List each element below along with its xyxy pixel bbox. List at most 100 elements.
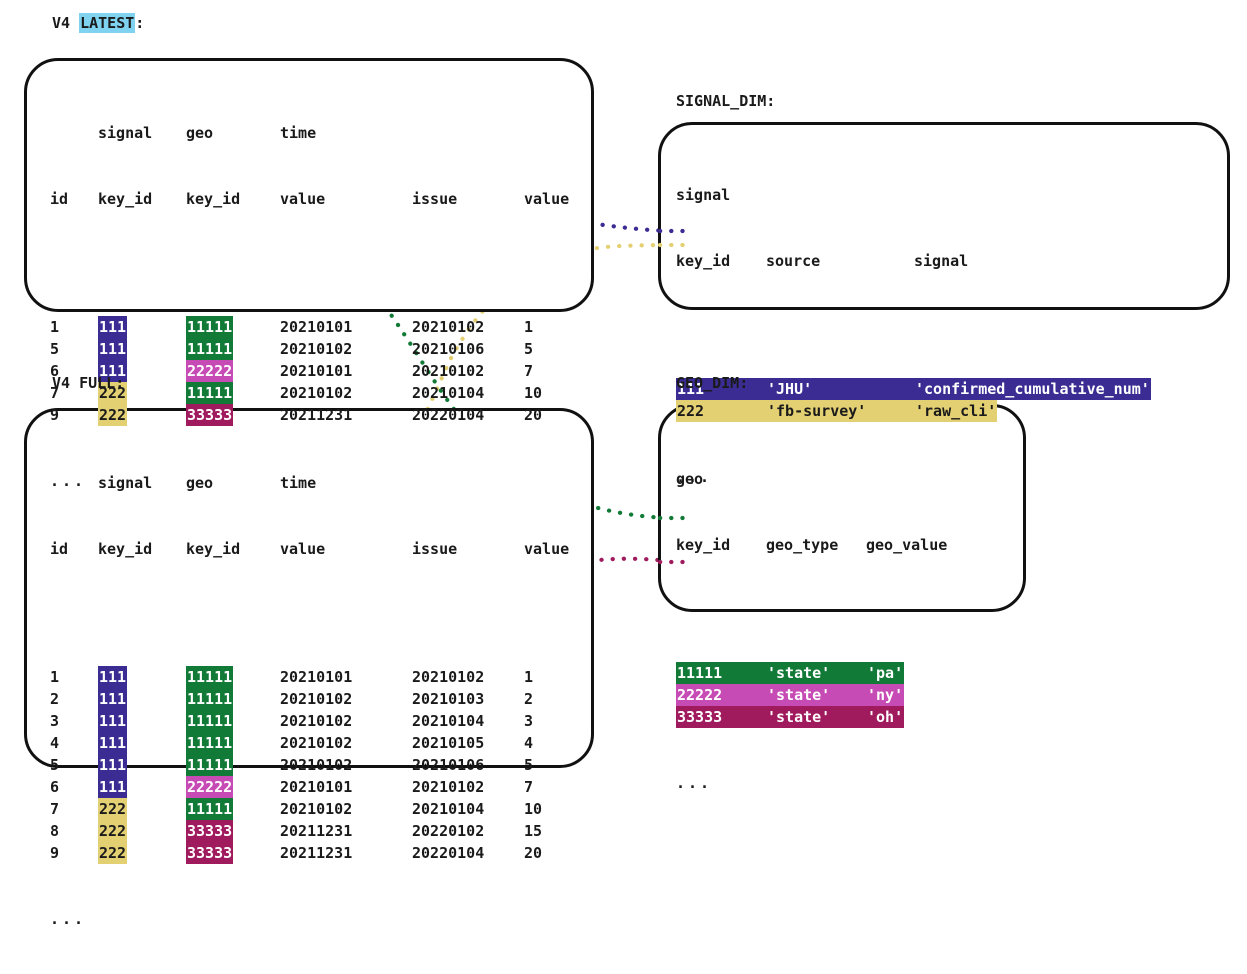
latest-cell-id: 7 — [50, 384, 60, 402]
full-cell-geo-key-id: 11111 — [186, 754, 234, 776]
full-cell-signal-key-id: 222 — [98, 798, 128, 820]
latest-header-row-1: signal geo time — [50, 122, 569, 144]
full-cell-time-value: 20210102 — [280, 756, 353, 774]
full-hdr2-time-value: value — [280, 540, 326, 558]
latest-hdr1-geo: geo — [186, 124, 214, 142]
full-cell-issue: 20210104 — [412, 800, 485, 818]
latest-hdr1-signal: signal — [98, 124, 153, 142]
full-cell-geo-key-id: 11111 — [186, 688, 234, 710]
latest-hdr2-geo-key-id: key_id — [186, 190, 241, 208]
latest-caption-suffix: : — [135, 14, 145, 32]
signal-dim-hdr2-source: source — [766, 252, 821, 270]
signal-dim-header-row-1: signal — [676, 184, 1151, 206]
signal-dim-hdr2-key-id: key_id — [676, 252, 731, 270]
full-hdr1-time: time — [280, 474, 317, 492]
geo-dim-row-band: 33333'state''oh' — [676, 706, 905, 728]
table-row: 11111'state''pa' — [676, 662, 947, 684]
full-hdr2-issue: issue — [412, 540, 458, 558]
full-ellipsis-row: ... — [50, 908, 569, 930]
full-cell-time-value: 20210102 — [280, 734, 353, 752]
latest-cell-signal-key-id: 222 — [98, 404, 128, 426]
full-cell-value: 10 — [524, 800, 543, 818]
latest-header-row-2: id key_id key_id value issue value — [50, 188, 569, 210]
geo-dim-ellipsis: ... — [676, 774, 713, 792]
full-cell-time-value: 20211231 — [280, 822, 353, 840]
geo-dim-cell-geo-type: 'state' — [767, 708, 831, 726]
full-cell-geo-key-id: 11111 — [186, 732, 234, 754]
latest-cell-time-value: 20210102 — [280, 340, 353, 358]
full-cell-id: 7 — [50, 800, 60, 818]
signal-dim-table: signal key_id source signal 111'JHU''con… — [676, 140, 1151, 532]
latest-cell-value: 20 — [524, 406, 543, 424]
latest-cell-signal-key-id: 222 — [98, 382, 128, 404]
latest-hdr2-value: value — [524, 190, 570, 208]
latest-cell-time-value: 20210101 — [280, 362, 353, 380]
latest-cell-geo-key-id: 33333 — [186, 404, 234, 426]
full-cell-issue: 20210105 — [412, 734, 485, 752]
full-caption: V4 FULL: — [52, 374, 125, 392]
full-cell-geo-key-id: 11111 — [186, 798, 234, 820]
latest-cell-time-value: 20211231 — [280, 406, 353, 424]
signal-dim-ellipsis: ... — [676, 468, 713, 486]
geo-dim-cell-geo-value: 'ny' — [867, 686, 904, 704]
full-cell-time-value: 20211231 — [280, 844, 353, 862]
full-cell-id: 5 — [50, 756, 60, 774]
geo-dim-hdr2-key-id: key_id — [676, 536, 731, 554]
full-hdr1-signal: signal — [98, 474, 153, 492]
full-cell-issue: 20220104 — [412, 844, 485, 862]
full-cell-time-value: 20210102 — [280, 712, 353, 730]
latest-cell-signal-key-id: 111 — [98, 360, 128, 382]
full-hdr2-id: id — [50, 540, 69, 558]
full-cell-signal-key-id: 222 — [98, 842, 128, 864]
latest-cell-signal-key-id: 111 — [98, 316, 128, 338]
full-hdr2-geo-key-id: key_id — [186, 540, 241, 558]
latest-caption: V4 LATEST: — [52, 13, 145, 33]
geo-dim-cell-key-id: 11111 — [677, 664, 723, 682]
latest-cell-geo-key-id: 11111 — [186, 382, 234, 404]
full-header-spacer — [50, 604, 569, 622]
full-cell-value: 15 — [524, 822, 543, 840]
full-cell-id: 4 — [50, 734, 60, 752]
geo-dim-caption: GEO_DIM: — [676, 374, 749, 392]
latest-cell-geo-key-id: 11111 — [186, 316, 234, 338]
geo-dim-header-row-2: key_id geo_type geo_value — [676, 534, 947, 556]
full-cell-value: 1 — [524, 668, 534, 686]
full-hdr1-geo: geo — [186, 474, 214, 492]
geo-dim-header-spacer — [676, 600, 947, 618]
latest-cell-issue: 20210102 — [412, 318, 485, 336]
latest-hdr1-time: time — [280, 124, 317, 142]
latest-cell-id: 1 — [50, 318, 60, 336]
latest-hdr2-time-value: value — [280, 190, 326, 208]
full-cell-value: 3 — [524, 712, 534, 730]
latest-cell-value: 10 — [524, 384, 543, 402]
signal-dim-row-band: 222'fb-survey''raw_cli' — [676, 400, 998, 422]
table-row: 111'JHU''confirmed_cumulative_num' — [676, 378, 1151, 400]
latest-hdr2-signal-key-id: key_id — [98, 190, 153, 208]
geo-dim-header-row-1: geo — [676, 468, 947, 490]
signal-dim-cell-source: 'fb-survey' — [767, 402, 867, 420]
geo-dim-table: geo key_id geo_type geo_value 11111 'stat… — [676, 424, 947, 838]
full-hdr2-signal-key-id: key_id — [98, 540, 153, 558]
full-cell-issue: 20210104 — [412, 712, 485, 730]
full-hdr2-value: value — [524, 540, 570, 558]
latest-caption-prefix: V4 — [52, 14, 80, 32]
geo-dim-cell-geo-type: 'state' — [767, 664, 831, 682]
signal-dim-cell-signal: 'raw_cli' — [915, 402, 997, 420]
signal-dim-cell-signal: 'confirmed_cumulative_num' — [915, 380, 1150, 398]
full-cell-value: 4 — [524, 734, 534, 752]
full-header-row-2: id key_id key_id value issue value — [50, 538, 569, 560]
latest-ellipsis-row: ... — [50, 470, 569, 492]
signal-dim-header-spacer — [676, 316, 1151, 334]
full-cell-signal-key-id: 111 — [98, 710, 128, 732]
latest-cell-id: 9 — [50, 406, 60, 424]
latest-cell-id: 6 — [50, 362, 60, 380]
full-ellipsis: ... — [50, 910, 87, 928]
